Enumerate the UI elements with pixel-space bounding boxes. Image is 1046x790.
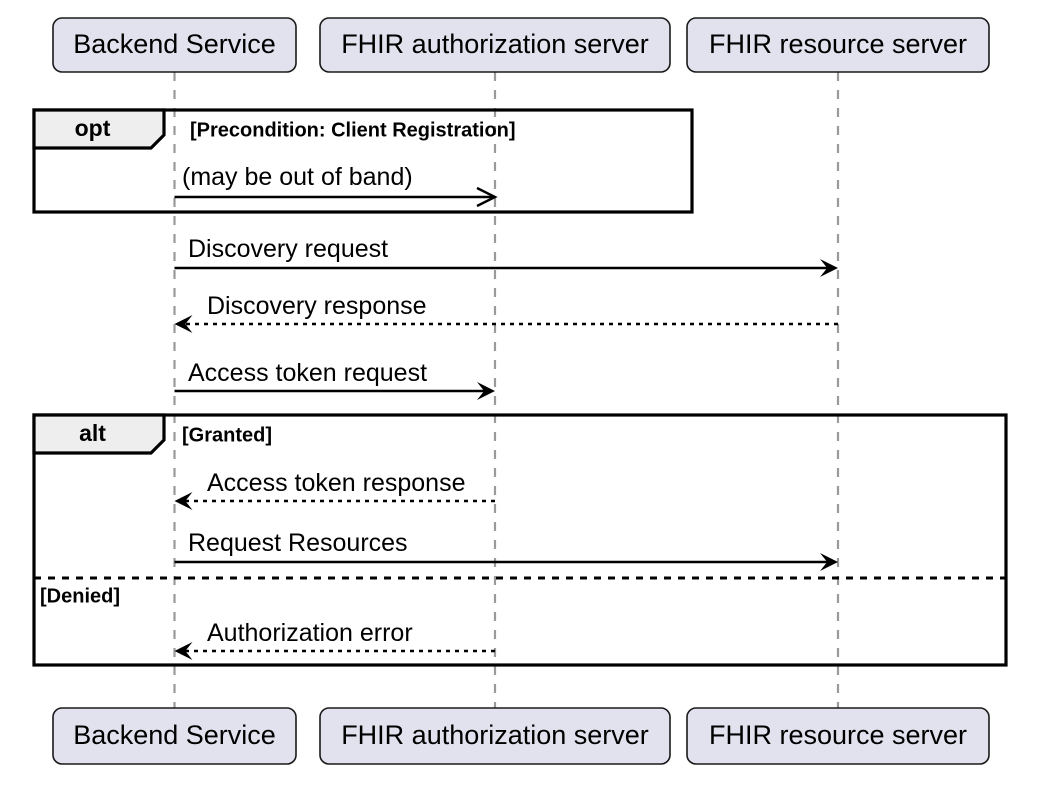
msg-discovery-response: Discovery response bbox=[174, 292, 838, 333]
participant-box-resserver-footer[interactable] bbox=[686, 707, 990, 765]
participant-authserver-footer[interactable]: FHIR authorization server bbox=[319, 707, 671, 765]
msg-client-registration: (may be out of band) bbox=[174, 163, 498, 208]
participant-label-resserver-footer: FHIR resource server bbox=[709, 720, 967, 750]
msg-request-resources-arrowhead bbox=[820, 553, 838, 571]
msg-request-resources: Request Resources bbox=[174, 529, 838, 571]
alt-fragment-operator-label: alt bbox=[79, 420, 106, 446]
msg-discovery-request-label: Discovery request bbox=[188, 235, 388, 263]
participant-label-authserver-header: FHIR authorization server bbox=[341, 29, 649, 59]
lifelines-layer bbox=[173, 72, 840, 708]
alt-fragment-condition-0: [Granted] bbox=[182, 424, 272, 446]
msg-access-token-request: Access token request bbox=[174, 359, 495, 400]
participant-backend-header[interactable]: Backend Service bbox=[52, 17, 297, 73]
msg-access-token-response-label: Access token response bbox=[207, 469, 465, 497]
participant-label-backend-footer: Backend Service bbox=[73, 720, 276, 750]
msg-discovery-request: Discovery request bbox=[174, 235, 838, 277]
alt-fragment: alt [Granted] [Denied] bbox=[32, 413, 1008, 667]
msg-authorization-error-arrowhead bbox=[174, 642, 193, 660]
participant-box-resserver-header[interactable] bbox=[686, 17, 990, 73]
msg-discovery-request-arrowhead bbox=[820, 259, 838, 277]
messages-layer: (may be out of band) Discovery requestDis… bbox=[174, 163, 838, 660]
msg-access-token-request-arrowhead bbox=[477, 382, 495, 400]
fragments-layer: opt [Precondition: Client Registration] al… bbox=[32, 108, 1008, 667]
opt-fragment: opt [Precondition: Client Registration] bbox=[32, 108, 694, 214]
msg-discovery-response-label: Discovery response bbox=[207, 292, 427, 320]
opt-fragment-operator-tab bbox=[32, 108, 166, 150]
alt-fragment-condition-1: [Denied] bbox=[40, 585, 120, 607]
msg-access-token-response: Access token response bbox=[174, 469, 495, 510]
participant-resserver-header[interactable]: FHIR resource server bbox=[686, 17, 990, 73]
msg-authorization-error-label: Authorization error bbox=[207, 619, 413, 647]
alt-fragment-operator-tab bbox=[32, 413, 166, 455]
participant-label-backend-header: Backend Service bbox=[73, 29, 276, 59]
msg-request-resources-label: Request Resources bbox=[188, 529, 408, 557]
opt-fragment-condition-0: [Precondition: Client Registration] bbox=[190, 119, 516, 141]
msg-client-registration-label: (may be out of band) bbox=[182, 163, 413, 191]
participant-authserver-header[interactable]: FHIR authorization server bbox=[319, 17, 671, 73]
participant-box-authserver-footer[interactable] bbox=[319, 707, 671, 765]
participant-resserver-footer[interactable]: FHIR resource server bbox=[686, 707, 990, 765]
participant-box-backend-header[interactable] bbox=[52, 17, 297, 73]
msg-access-token-response-arrowhead bbox=[174, 492, 193, 510]
msg-authorization-error: Authorization error bbox=[174, 619, 495, 660]
msg-access-token-request-label: Access token request bbox=[188, 359, 427, 387]
opt-fragment-border bbox=[32, 108, 694, 214]
msg-client-registration-arrowhead bbox=[476, 186, 498, 208]
opt-fragment-operator-label: opt bbox=[75, 115, 111, 141]
alt-fragment-border bbox=[32, 413, 1008, 667]
participant-label-authserver-footer: FHIR authorization server bbox=[341, 720, 649, 750]
participant-backend-footer[interactable]: Backend Service bbox=[52, 707, 297, 765]
participant-box-backend-footer[interactable] bbox=[52, 707, 297, 765]
participant-label-resserver-header: FHIR resource server bbox=[709, 29, 967, 59]
msg-discovery-response-arrowhead bbox=[174, 315, 193, 333]
participant-box-authserver-header[interactable] bbox=[319, 17, 671, 73]
